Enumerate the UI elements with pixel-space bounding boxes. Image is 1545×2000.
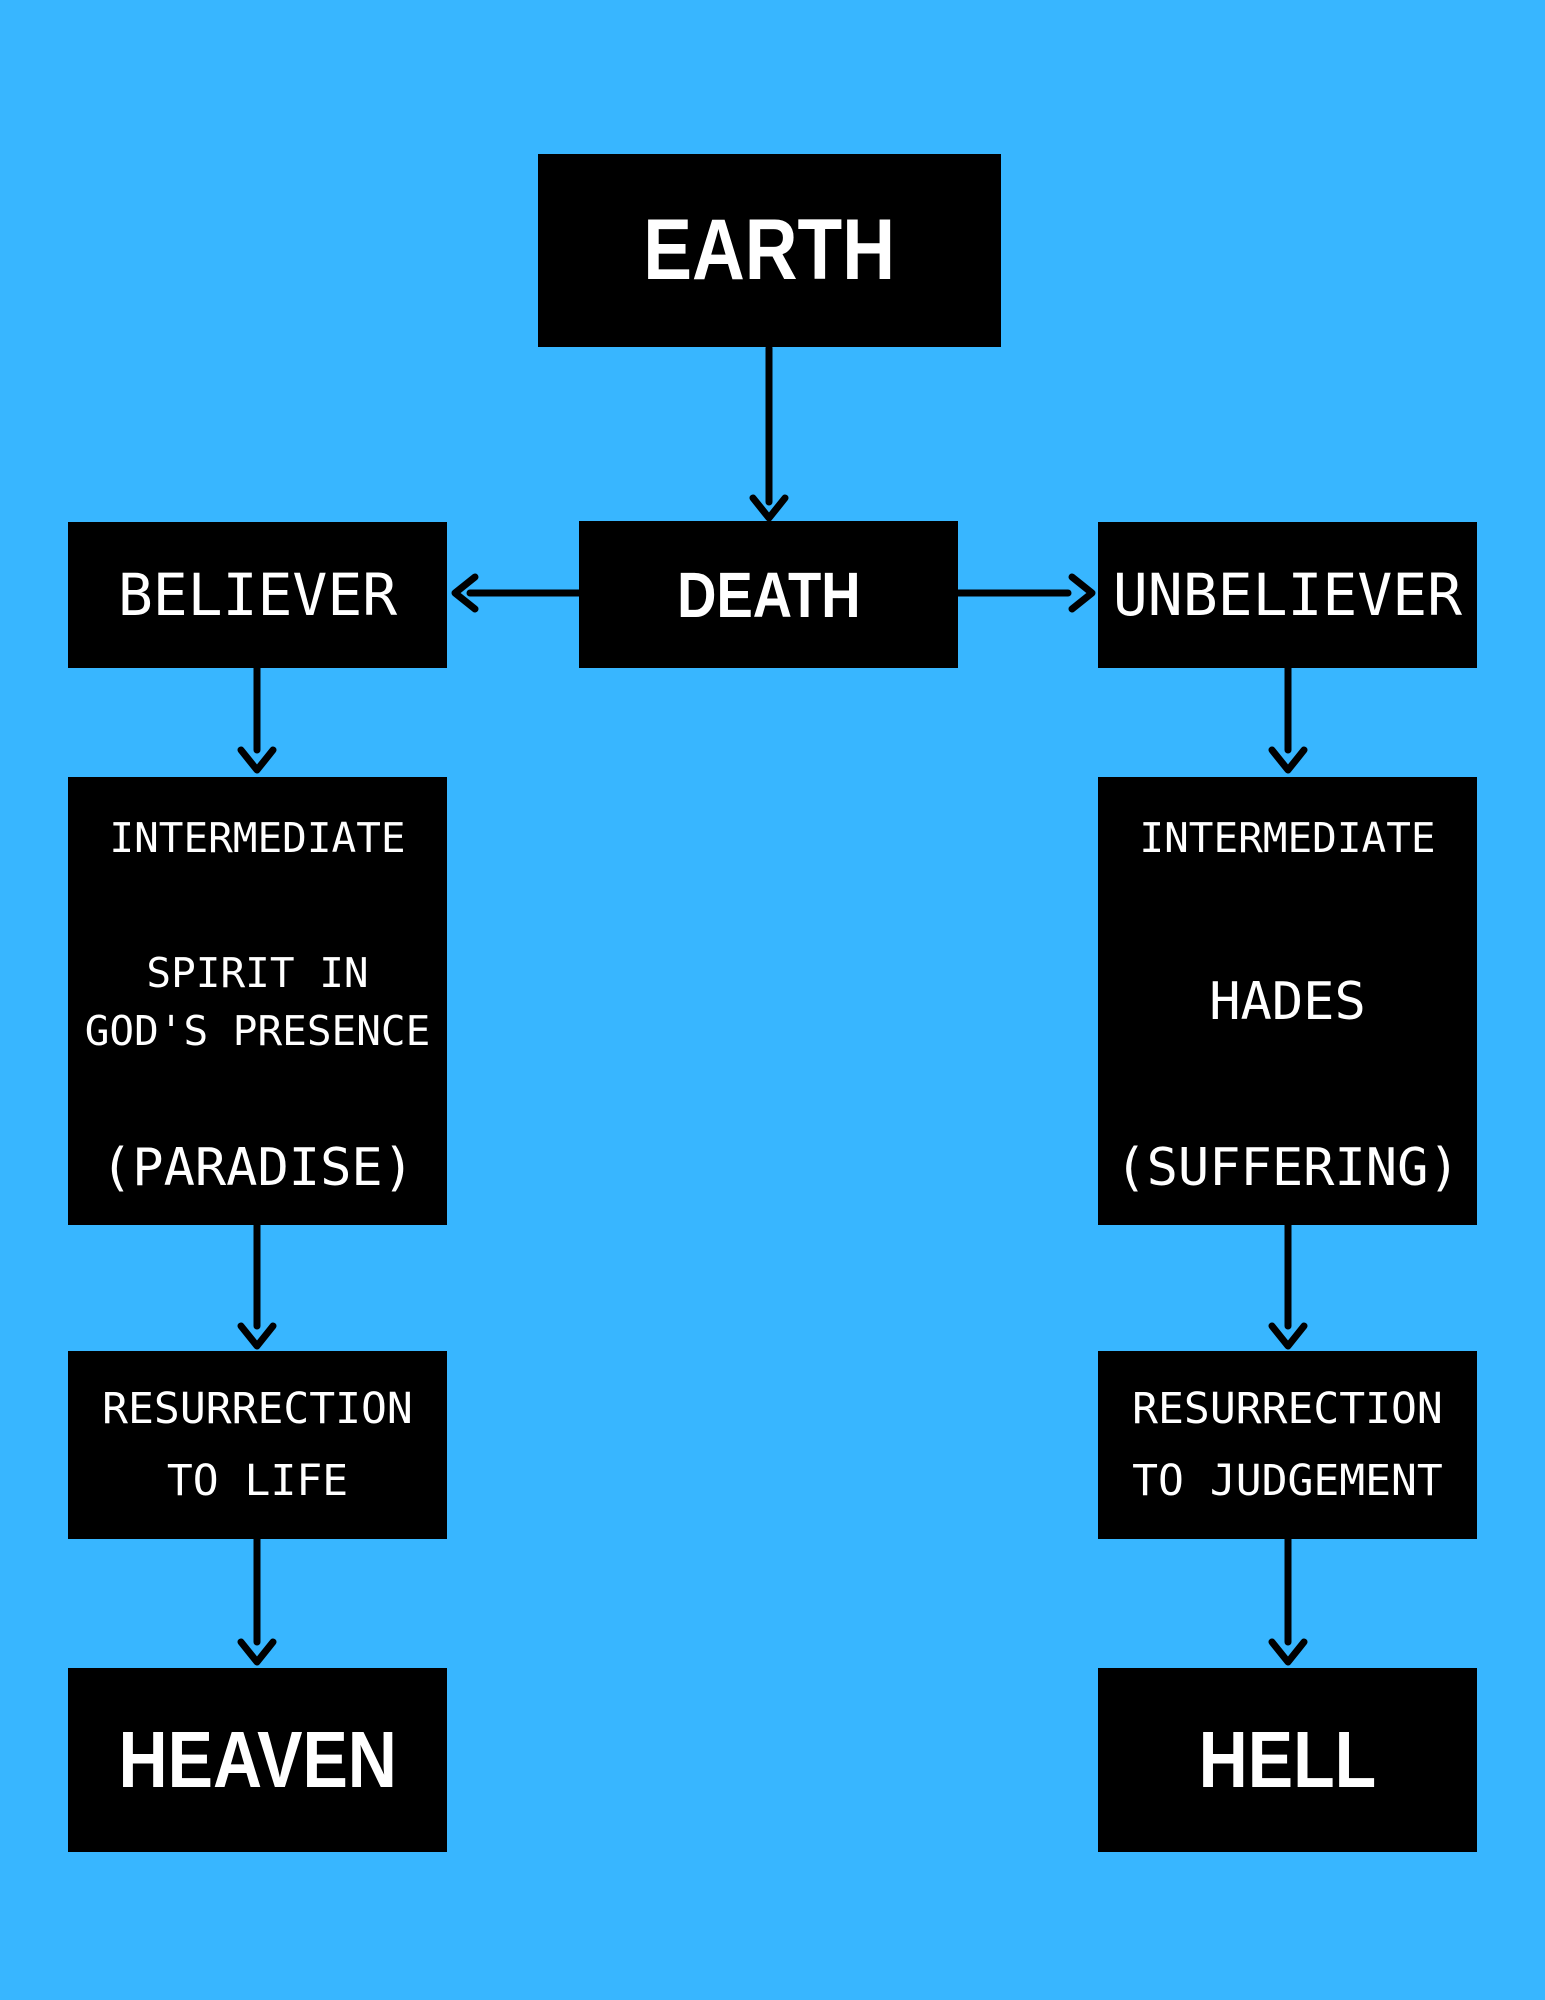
node-heaven: HEAVEN (68, 1668, 447, 1852)
intermediate-believer-heading: INTERMEDIATE (109, 814, 406, 862)
node-intermediate-unbeliever: INTERMEDIATE HADES (SUFFERING) (1098, 777, 1477, 1225)
arrow-death-to-believer (451, 573, 583, 613)
arrow-death-to-unbeliever (954, 573, 1096, 613)
node-earth: EARTH (538, 154, 1001, 347)
node-believer-label: BELIEVER (117, 561, 398, 629)
node-believer: BELIEVER (68, 522, 447, 668)
resurrection-judgement-line2: TO JUDGEMENT (1132, 1456, 1443, 1506)
resurrection-life-line1: RESURRECTION (102, 1384, 413, 1434)
intermediate-unbeliever-line1: HADES (1209, 972, 1366, 1032)
intermediate-believer-line2: GOD'S PRESENCE (84, 1007, 431, 1055)
intermediate-believer-line1: SPIRIT IN (146, 949, 369, 997)
node-death-label: DEATH (676, 558, 861, 631)
intermediate-believer-note: (PARADISE) (100, 1138, 415, 1198)
intermediate-unbeliever-body: HADES (1209, 971, 1366, 1033)
intermediate-unbeliever-heading: INTERMEDIATE (1139, 814, 1436, 862)
node-intermediate-believer: INTERMEDIATE SPIRIT IN GOD'S PRESENCE (P… (68, 777, 447, 1225)
node-unbeliever: UNBELIEVER (1098, 522, 1477, 668)
node-death: DEATH (579, 521, 958, 668)
node-unbeliever-label: UNBELIEVER (1112, 561, 1463, 629)
intermediate-believer-body: SPIRIT IN GOD'S PRESENCE (85, 944, 431, 1060)
arrow-earth-to-death (749, 344, 789, 522)
node-heaven-label: HEAVEN (118, 1715, 397, 1804)
arrow-resurrection-to-heaven (237, 1535, 277, 1666)
resurrection-judgement-line1: RESURRECTION (1132, 1384, 1443, 1434)
intermediate-unbeliever-note: (SUFFERING) (1115, 1138, 1460, 1198)
node-earth-label: EARTH (643, 202, 896, 298)
arrow-believer-to-intermediate (237, 664, 277, 774)
node-resurrection-judgement: RESURRECTION TO JUDGEMENT (1098, 1351, 1477, 1539)
node-resurrection-life: RESURRECTION TO LIFE (68, 1351, 447, 1539)
arrow-resurrection-to-hell (1268, 1535, 1308, 1666)
node-hell-label: HELL (1198, 1715, 1377, 1804)
arrow-intermediate-to-resurrection-right (1268, 1221, 1308, 1350)
arrow-unbeliever-to-intermediate (1268, 664, 1308, 774)
arrow-intermediate-to-resurrection-left (237, 1221, 277, 1350)
resurrection-life-line2: TO LIFE (166, 1456, 349, 1506)
node-hell: HELL (1098, 1668, 1477, 1852)
